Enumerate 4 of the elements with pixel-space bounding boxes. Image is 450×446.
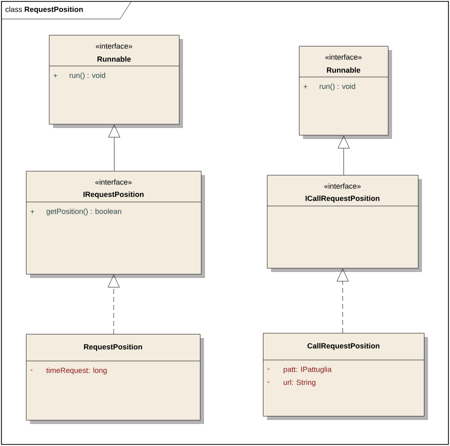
generalization-arrow xyxy=(108,274,120,334)
generalization-arrow xyxy=(338,136,350,176)
generalization-arrow xyxy=(108,124,120,172)
generalization-arrow xyxy=(336,268,349,334)
